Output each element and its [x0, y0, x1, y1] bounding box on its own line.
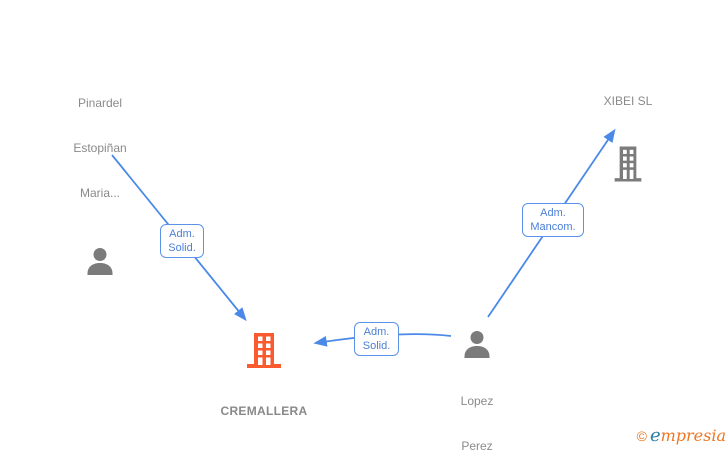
- empresia-logo[interactable]: © empresia: [637, 425, 726, 446]
- edge-label-adm-mancom[interactable]: Adm. Mancom.: [522, 203, 584, 237]
- copyright-icon: ©: [636, 427, 647, 444]
- node-pinardel-label: Pinardel Estopiñan Maria...: [73, 96, 127, 200]
- edge-label-adm-solid-2[interactable]: Adm. Solid.: [354, 322, 399, 356]
- node-xibei[interactable]: XIBEI SL: [568, 64, 688, 182]
- node-cremallera[interactable]: CREMALLERA MODA SL: [194, 333, 334, 450]
- node-xibei-label: XIBEI SL: [603, 94, 653, 108]
- person-icon: [462, 330, 492, 359]
- company-building-icon: [613, 146, 643, 182]
- person-icon: [85, 247, 115, 276]
- node-lopez[interactable]: Lopez Perez Maria- pilar: [417, 330, 537, 450]
- node-cremallera-label: CREMALLERA MODA SL: [220, 404, 308, 450]
- company-building-icon-highlight: [246, 333, 282, 368]
- brand-text: empresia: [649, 425, 726, 446]
- node-pinardel[interactable]: Pinardel Estopiñan Maria...: [40, 66, 160, 276]
- node-lopez-label: Lopez Perez Maria- pilar: [460, 394, 494, 450]
- edge-label-adm-solid-1[interactable]: Adm. Solid.: [160, 224, 204, 258]
